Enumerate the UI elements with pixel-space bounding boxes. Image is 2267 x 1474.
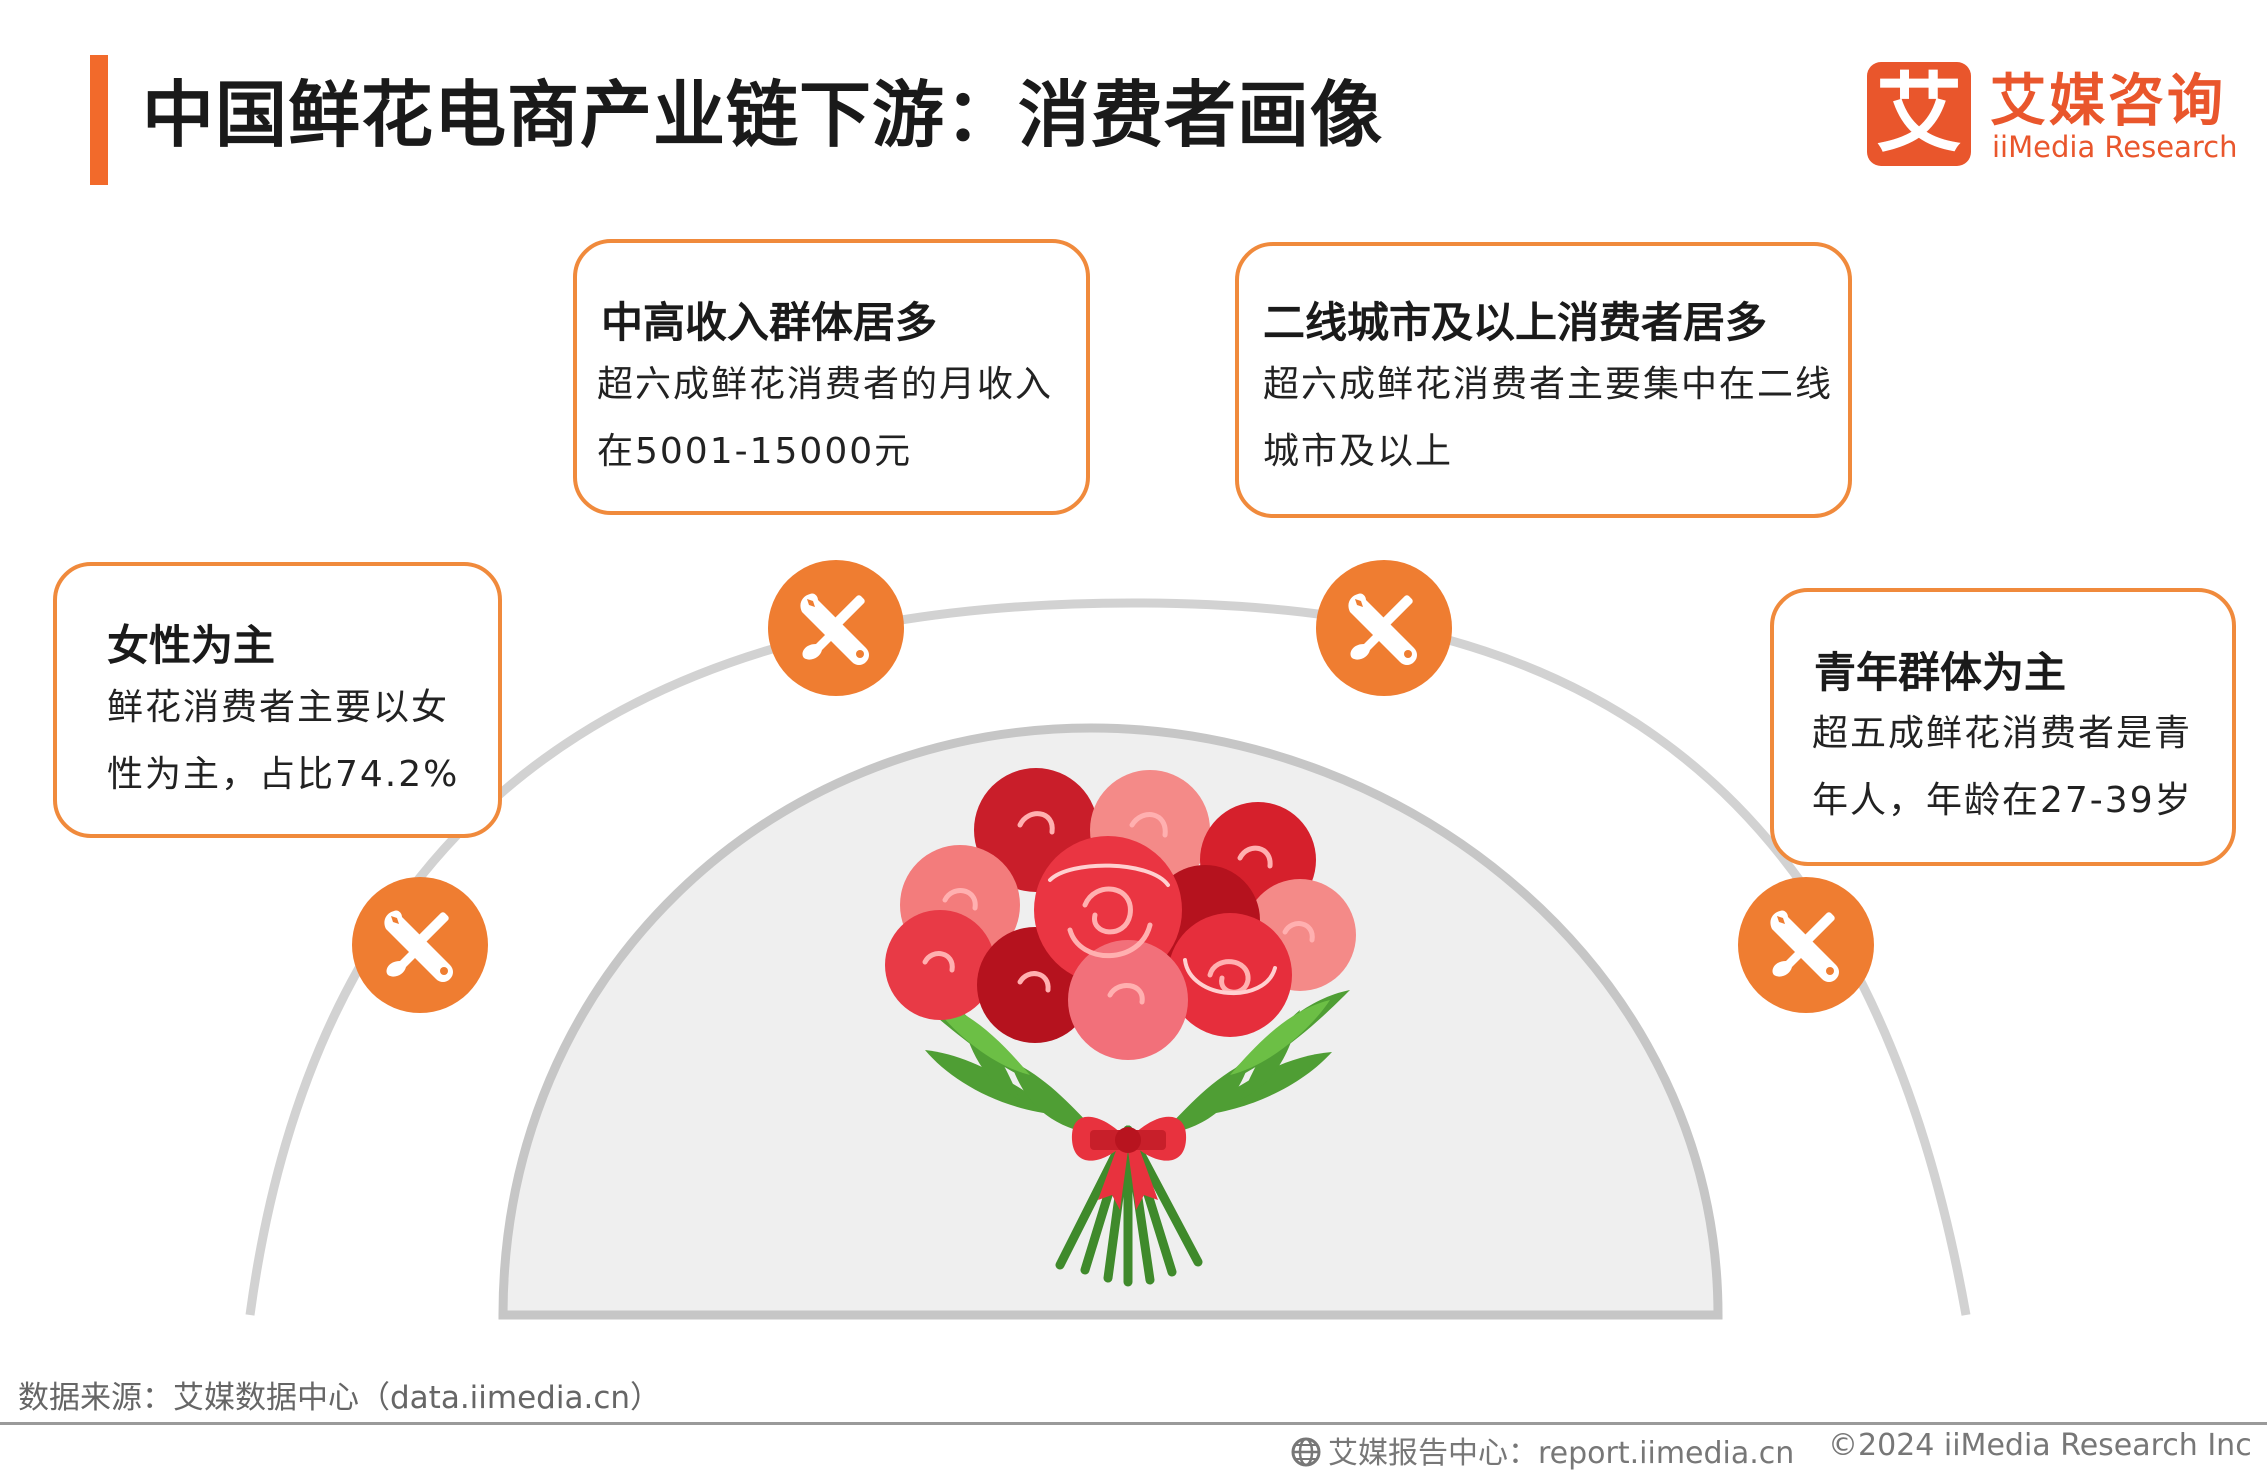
rose-bouquet-icon [885, 768, 1356, 1287]
copyright-text: ©2024 iiMedia Research Inc [1828, 1428, 2252, 1463]
card-heading: 女性为主 [107, 621, 276, 670]
logo-name-cn: 艾媒咨询 [1990, 69, 2226, 134]
node-icon-2 [768, 560, 904, 696]
page-title: 中国鲜花电商产业链下游：消费者画像 [142, 73, 1384, 157]
wrench-screwdriver-icon [1348, 593, 1417, 665]
node-icon-1 [352, 877, 488, 1013]
report-center-label: 艾媒报告中心：report.iimedia.cn [1328, 1436, 1795, 1471]
node-icon-3 [1316, 560, 1452, 696]
footer-divider [0, 1422, 2267, 1425]
card-body: 超六成鲜花消费者的月收入在5001-15000元 [597, 364, 1054, 472]
data-source-note: 数据来源：艾媒数据中心（data.iimedia.cn） [18, 1380, 662, 1416]
report-center-link[interactable]: 艾媒报告中心：report.iimedia.cn [1290, 1428, 1794, 1472]
card-heading: 中高收入群体居多 [601, 298, 938, 347]
title-accent-bar [90, 55, 108, 185]
logo-name-en: iiMedia Research [1992, 130, 2238, 164]
globe-icon [1291, 1437, 1321, 1467]
card-female: 女性为主 鲜花消费者主要以女性为主，占比74.2% [53, 562, 502, 838]
card-body: 鲜花消费者主要以女性为主，占比74.2% [107, 687, 460, 795]
brand-logo: 艾 艾媒咨询 iiMedia Research [1860, 60, 2240, 175]
wrench-screwdriver-icon [1770, 910, 1839, 982]
card-income: 中高收入群体居多 超六成鲜花消费者的月收入在5001-15000元 [573, 239, 1090, 515]
node-icon-4 [1738, 877, 1874, 1013]
wrench-screwdriver-icon [384, 910, 453, 982]
card-heading: 二线城市及以上消费者居多 [1263, 298, 1768, 347]
card-heading: 青年群体为主 [1814, 648, 2067, 697]
card-body: 超六成鲜花消费者主要集中在二线城市及以上 [1263, 364, 1834, 472]
card-city: 二线城市及以上消费者居多 超六成鲜花消费者主要集中在二线城市及以上 [1235, 242, 1852, 518]
card-youth: 青年群体为主 超五成鲜花消费者是青年人，年龄在27-39岁 [1770, 588, 2236, 866]
card-body: 超五成鲜花消费者是青年人，年龄在27-39岁 [1812, 713, 2193, 821]
logo-mark-icon: 艾 [1867, 62, 1971, 166]
wrench-screwdriver-icon [800, 593, 869, 665]
